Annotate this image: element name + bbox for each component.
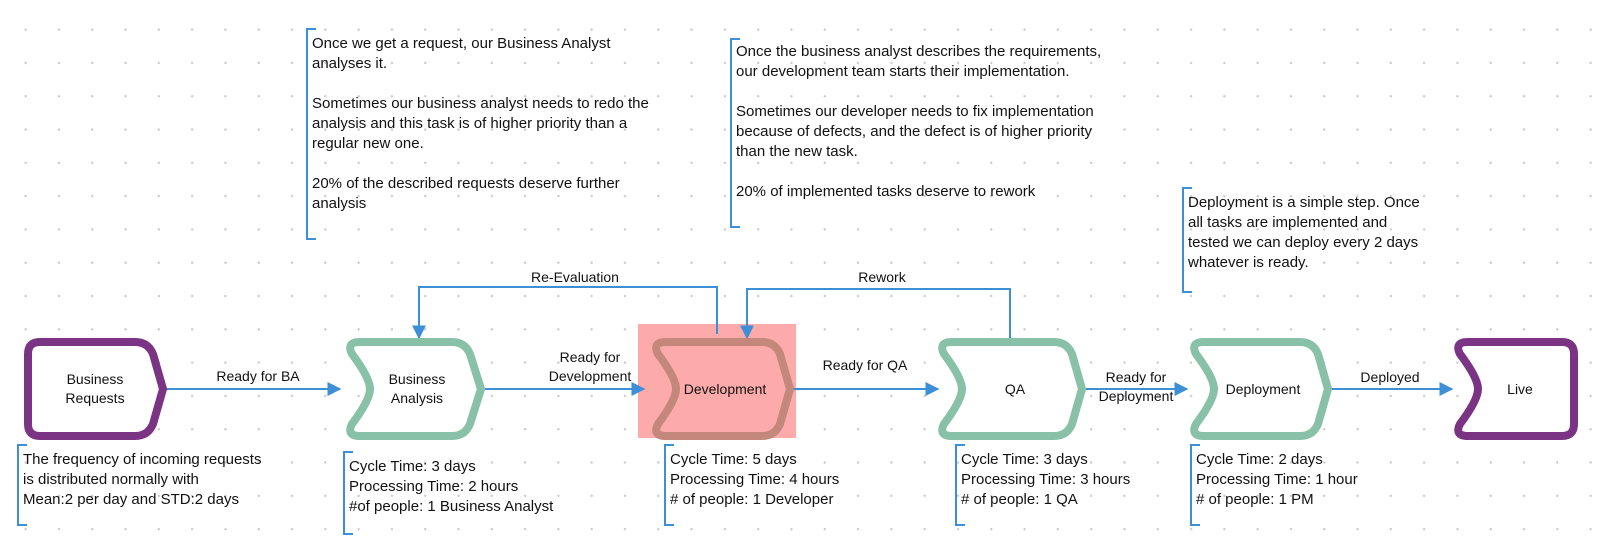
- stats-line: Cycle Time: 3 days: [349, 458, 476, 475]
- stats-qa: Cycle Time: 3 days Processing Time: 3 ho…: [955, 450, 1130, 510]
- note-dev-paragraph: Once the business analyst describes the …: [736, 43, 1102, 80]
- edge-rework[interactable]: [740, 288, 1011, 340]
- note-ba-paragraph: Sometimes our business analyst needs to …: [312, 95, 649, 152]
- note-bracket-ba: [306, 28, 316, 240]
- stats-bracket-qa: [955, 444, 965, 526]
- stats-deployment: Cycle Time: 2 days Processing Time: 1 ho…: [1190, 450, 1358, 510]
- stats-development: Cycle Time: 5 days Processing Time: 4 ho…: [664, 450, 839, 510]
- stats-bracket-dev: [664, 444, 674, 526]
- note-dev-paragraph: 20% of implemented tasks deserve to rewo…: [736, 183, 1036, 200]
- edge-label-ready-for-deployment: Ready for Deployment: [1098, 369, 1174, 404]
- node-label-business-analysis: Business Analysis: [388, 371, 446, 406]
- note-bracket-dev: [730, 38, 740, 228]
- node-business-analysis[interactable]: [346, 338, 485, 440]
- node-label-live: Live: [1507, 380, 1533, 397]
- stats-line: # of people: 1 PM: [1196, 491, 1314, 508]
- node-live[interactable]: [1454, 338, 1578, 440]
- stats-line: Processing Time: 1 hour: [1196, 471, 1358, 488]
- note-dev-paragraph: Sometimes our developer needs to fix imp…: [736, 103, 1094, 160]
- edge-label-ready-for-qa: Ready for QA: [822, 357, 908, 373]
- stats-line: # of people: 1 QA: [961, 491, 1078, 508]
- node-business-requests[interactable]: [24, 338, 167, 440]
- node-development[interactable]: [652, 338, 794, 440]
- stats-business-analysis: Cycle Time: 3 days Processing Time: 2 ho…: [343, 457, 553, 517]
- stats-line: is distributed normally with: [23, 471, 199, 488]
- node-label-development: Development: [683, 380, 767, 397]
- note-bracket-deploy: [1182, 187, 1192, 293]
- note-ba-paragraph: 20% of the described requests deserve fu…: [312, 175, 620, 212]
- edge-re-evaluation[interactable]: [412, 286, 718, 340]
- node-label-deployment: Deployment: [1225, 380, 1301, 397]
- note-deploy-paragraph: Deployment is a simple step. Once all ta…: [1188, 194, 1420, 271]
- stats-line: Cycle Time: 3 days: [961, 451, 1088, 468]
- stats-line: The frequency of incoming requests: [23, 451, 262, 468]
- note-ba-paragraph: Once we get a request, our Business Anal…: [312, 35, 611, 72]
- stats-line: Cycle Time: 5 days: [670, 451, 797, 468]
- stats-requests: The frequency of incoming requests is di…: [17, 450, 261, 510]
- stats-line: Mean:2 per day and STD:2 days: [23, 491, 239, 508]
- node-label-qa: QA: [1004, 380, 1026, 397]
- edge-label-re-evaluation: Re-Evaluation: [531, 269, 619, 285]
- stats-bracket-ba: [343, 451, 353, 535]
- stats-line: Processing Time: 4 hours: [670, 471, 840, 488]
- stats-bracket-deploy: [1190, 444, 1200, 526]
- note-ba-description: Once we get a request, our Business Anal…: [306, 34, 712, 214]
- node-deployment[interactable]: [1190, 338, 1332, 440]
- stats-line: Processing Time: 3 hours: [961, 471, 1131, 488]
- stats-line: #of people: 1 Business Analyst: [349, 498, 554, 515]
- edge-label-ready-for-development: Ready for Development: [548, 349, 632, 384]
- node-qa[interactable]: [938, 338, 1086, 440]
- stats-line: # of people: 1 Developer: [670, 491, 834, 508]
- edge-label-ready-for-ba: Ready for BA: [216, 368, 300, 384]
- note-deploy-description: Deployment is a simple step. Once all ta…: [1182, 193, 1468, 273]
- edge-label-rework: Rework: [858, 269, 906, 285]
- stats-bracket-requests: [17, 444, 27, 526]
- edge-label-deployed: Deployed: [1360, 369, 1420, 385]
- node-label-business-requests: Business Requests: [65, 371, 125, 406]
- note-dev-description: Once the business analyst describes the …: [730, 42, 1166, 202]
- stats-line: Cycle Time: 2 days: [1196, 451, 1323, 468]
- stats-line: Processing Time: 2 hours: [349, 478, 519, 495]
